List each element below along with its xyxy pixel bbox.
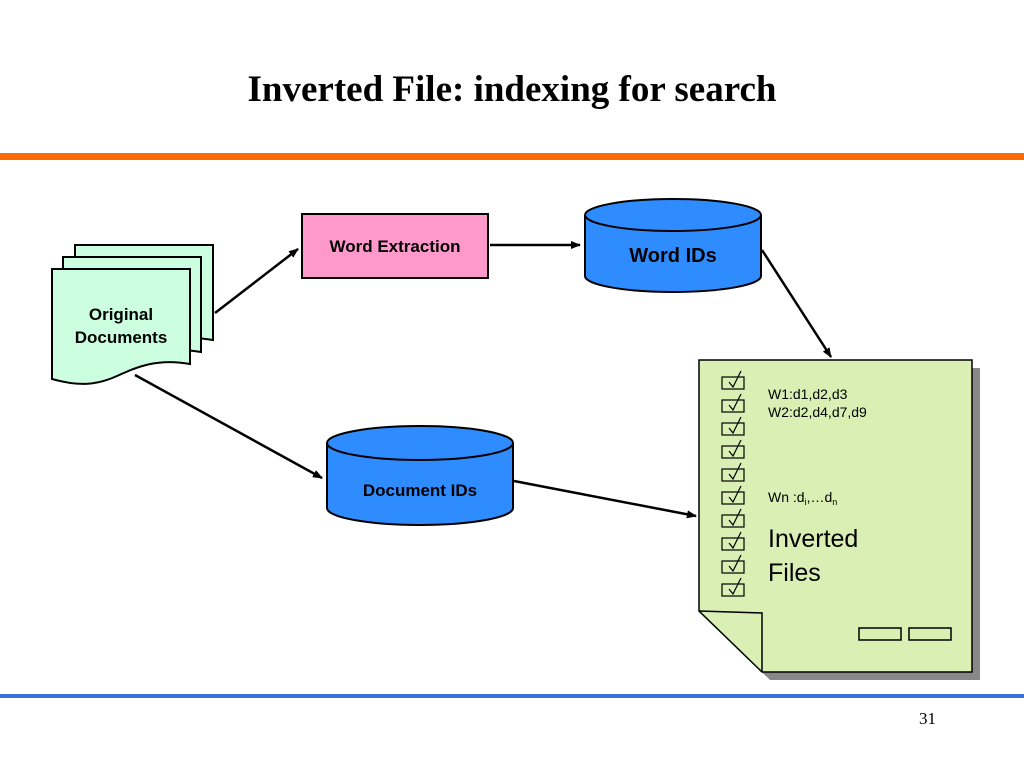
document-ids-database-icon — [326, 425, 514, 526]
inverted-file-row-w1: W1:d1,d2,d3 — [768, 386, 848, 402]
bottom-blue-rule — [0, 694, 1024, 698]
original-documents-label: Original Documents — [52, 300, 190, 352]
word-extraction-label: Word Extraction — [329, 237, 461, 256]
original-documents-line1: Original — [88, 305, 154, 324]
page-number: 31 — [919, 709, 936, 728]
arrow-document-ids-to-inverted-file — [513, 479, 697, 519]
checked-box-icon — [721, 416, 745, 436]
arrow-docs-to-extraction — [214, 248, 299, 314]
word-extraction-box — [301, 213, 489, 279]
checkbox-column — [721, 370, 745, 597]
inverted-file-row-w2: W2:d2,d4,d7,d9 — [768, 404, 867, 420]
slide-title: Inverted File: indexing for search — [247, 69, 777, 110]
document-ids-label: Document IDs — [362, 481, 478, 500]
inverted-files-caption-line2: Files — [768, 559, 821, 587]
top-orange-rule — [0, 153, 1024, 160]
word-ids-database-icon — [584, 198, 762, 293]
inverted-file-document-icon — [698, 359, 980, 680]
checked-box-icon — [721, 508, 745, 528]
checked-box-icon — [721, 462, 745, 482]
checked-box-icon — [721, 531, 745, 551]
checked-box-icon — [721, 439, 745, 459]
checked-box-icon — [721, 393, 745, 413]
arrow-docs-to-document-ids — [134, 373, 323, 480]
word-ids-label: Word IDs — [629, 244, 717, 267]
inverted-files-caption-line1: Inverted — [768, 525, 859, 553]
inverted-file-row-wn: Wn :di,…dn — [768, 489, 838, 507]
original-documents-line2: Documents — [74, 328, 168, 347]
arrow-word-ids-to-inverted-file — [760, 249, 833, 358]
original-documents-icon — [51, 244, 214, 385]
checked-box-icon — [721, 577, 745, 597]
checked-box-icon — [721, 485, 745, 505]
checked-box-icon — [721, 554, 745, 574]
checked-box-icon — [721, 370, 745, 390]
